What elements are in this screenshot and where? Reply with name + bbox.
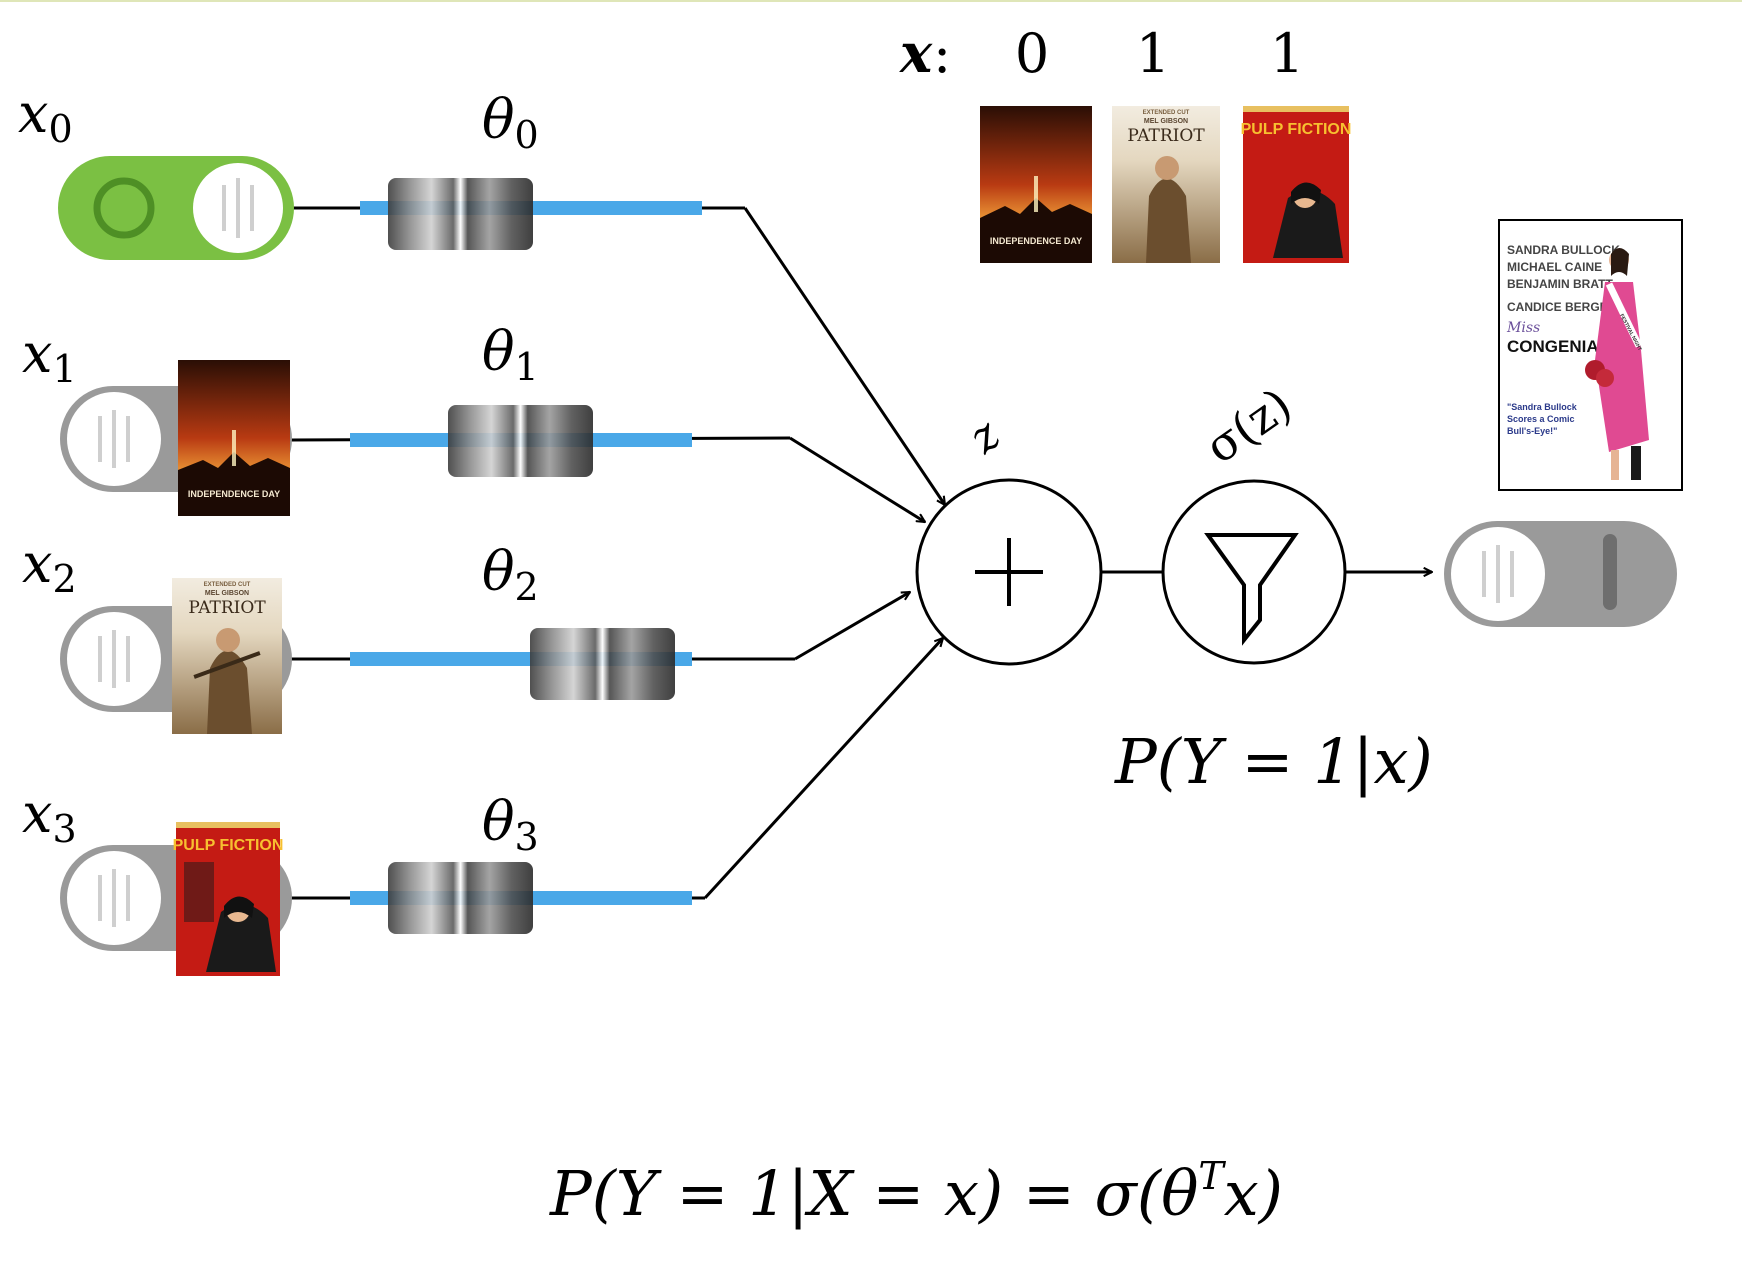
poster-independence-day-x1: INDEPENDENCE DAY <box>178 360 290 516</box>
sum-node-label: z <box>959 409 1011 464</box>
weight-knob-1[interactable] <box>448 405 593 477</box>
x-vector-value-2: 1 <box>1270 22 1304 85</box>
weight-knob-0[interactable] <box>388 178 533 250</box>
poster-independence-day-top: INDEPENDENCE DAY <box>980 106 1092 263</box>
x-vector-value-0: 0 <box>1015 22 1049 85</box>
label-x2: x2 <box>22 532 77 601</box>
sum-node <box>915 478 1103 666</box>
poster-patriot-top: EXTENDED CUT MEL GIBSON PATRIOT <box>1112 106 1220 263</box>
poster-pulp-fiction-top: PULP FICTION <box>1241 106 1352 263</box>
sigmoid-node <box>1161 479 1347 665</box>
svg-text:MEL GIBSON: MEL GIBSON <box>205 590 249 597</box>
label-theta2: θ2 <box>482 540 539 609</box>
label-x1: x1 <box>22 322 77 391</box>
poster-miss-congeniality: SANDRA BULLOCK MICHAEL CAINE BENJAMIN BR… <box>1498 219 1683 491</box>
sigmoid-node-label: σ(z) <box>1195 377 1301 474</box>
svg-text:"Sandra Bullock: "Sandra Bullock <box>1507 402 1578 412</box>
arrows-to-sum <box>703 207 945 900</box>
poster-patriot-x2: EXTENDED CUT MEL GIBSON PATRIOT <box>172 578 282 734</box>
svg-text:PULP FICTION: PULP FICTION <box>173 837 284 854</box>
svg-text:Scores a Comic: Scores a Comic <box>1507 414 1575 424</box>
svg-text:SANDRA BULLOCK: SANDRA BULLOCK <box>1507 243 1620 257</box>
svg-text:PATRIOT: PATRIOT <box>188 598 266 618</box>
svg-text:MEL GIBSON: MEL GIBSON <box>1144 118 1188 125</box>
svg-text:PULP FICTION: PULP FICTION <box>1241 121 1352 138</box>
input-labels: x0 x1 x2 x3 <box>18 82 77 851</box>
label-x3: x3 <box>22 782 77 851</box>
poster-pulp-fiction-x3: PULP FICTION <box>173 822 284 976</box>
weight-labels: θ0 θ1 θ2 θ3 <box>482 88 539 859</box>
svg-text:Bull's-Eye!": Bull's-Eye!" <box>1507 426 1557 436</box>
svg-text:BENJAMIN BRATT: BENJAMIN BRATT <box>1507 277 1613 291</box>
arrow-1 <box>789 436 925 524</box>
arrow-0 <box>743 207 945 505</box>
x-vector-label: x <box>899 21 933 85</box>
funnel-icon <box>1204 533 1299 646</box>
x-vector: x : 0 1 1 <box>899 21 1304 85</box>
arrow-3 <box>703 638 943 900</box>
svg-text:CANDICE BERGEN: CANDICE BERGEN <box>1507 300 1616 314</box>
label-theta3: θ3 <box>482 790 539 859</box>
svg-text:EXTENDED CUT: EXTENDED CUT <box>204 582 251 588</box>
arrow-2 <box>794 590 910 661</box>
svg-text:Miss: Miss <box>1506 320 1540 336</box>
weight-knob-2[interactable] <box>530 628 675 700</box>
weight-knob-3[interactable] <box>388 862 533 934</box>
top-border <box>0 0 1742 2</box>
svg-text:PATRIOT: PATRIOT <box>1127 126 1205 146</box>
label-theta1: θ1 <box>482 320 539 389</box>
logistic-equation: P(Y = 1|X = x) = σ(θTx) <box>549 1154 1283 1230</box>
label-x0: x0 <box>18 82 73 151</box>
toggle-output[interactable] <box>1444 521 1677 627</box>
output-probability-label: P(Y = 1|x) <box>1114 725 1433 798</box>
svg-text:EXTENDED CUT: EXTENDED CUT <box>1143 110 1190 116</box>
svg-text:INDEPENDENCE DAY: INDEPENDENCE DAY <box>990 236 1082 246</box>
x-vector-colon: : <box>933 22 951 85</box>
toggle-x0[interactable] <box>58 156 294 260</box>
label-theta0: θ0 <box>482 88 539 157</box>
x-vector-value-1: 1 <box>1136 22 1170 85</box>
svg-text:MICHAEL CAINE: MICHAEL CAINE <box>1507 260 1602 274</box>
svg-text:INDEPENDENCE DAY: INDEPENDENCE DAY <box>188 489 280 499</box>
